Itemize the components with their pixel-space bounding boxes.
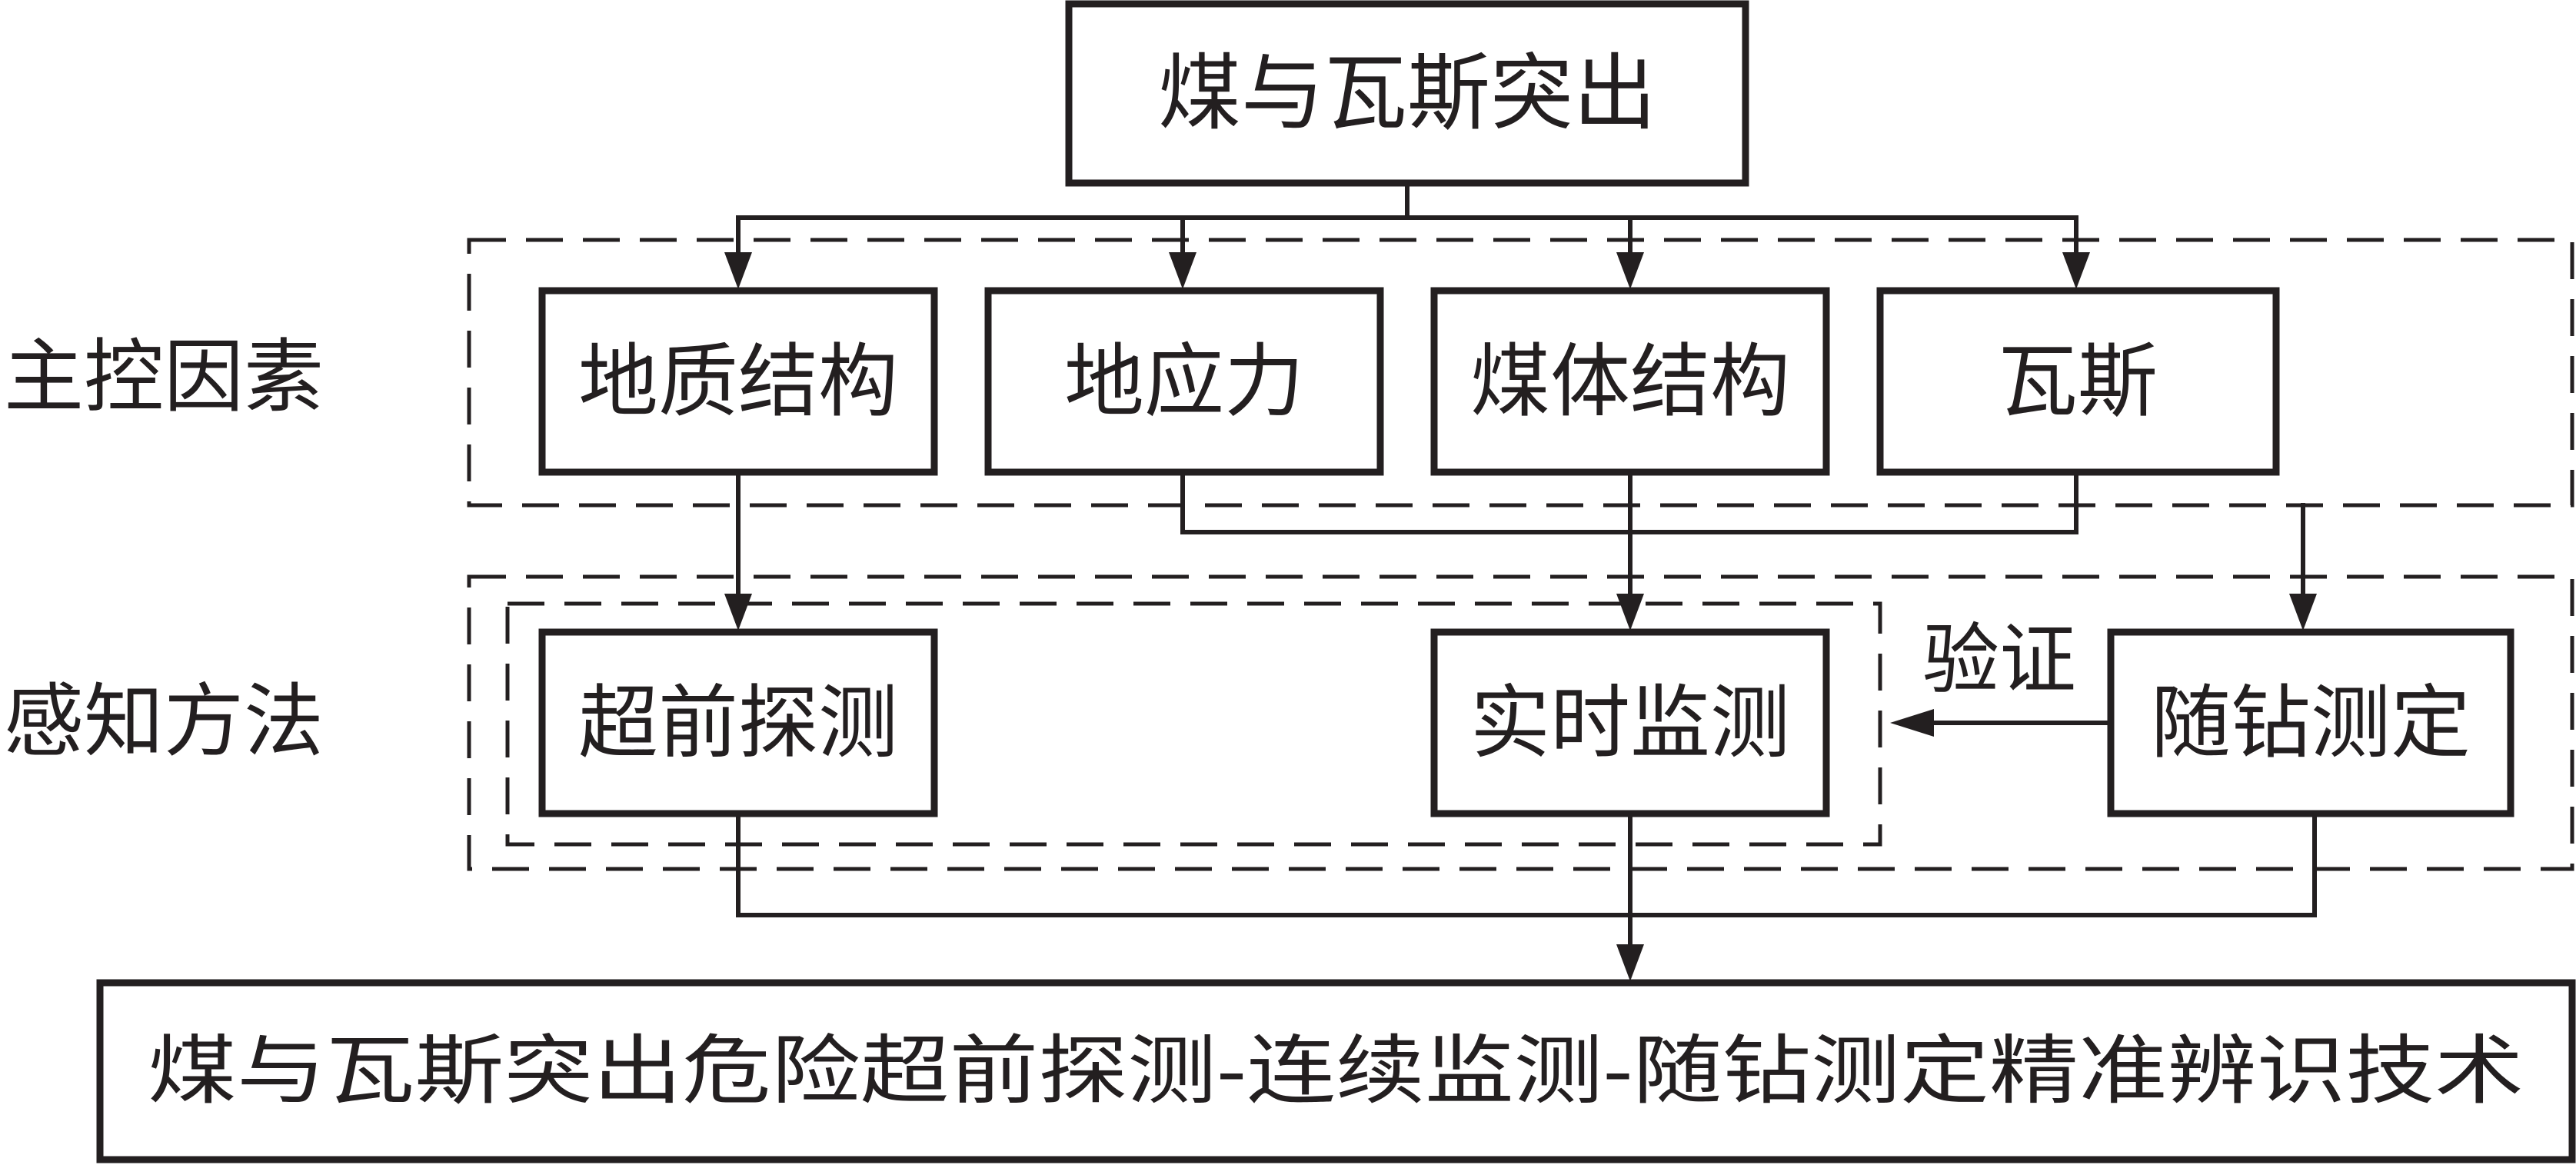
arrow-heads [724,252,2317,981]
title-label: 煤与瓦斯突出 [1158,46,1656,142]
method-node: 实时监测 [1430,628,1830,817]
factor-label: 地应力 [1064,335,1304,428]
result-label: 煤与瓦斯突出危险超前探测-连续监测-随钻测定精准辨识技术 [148,1027,2524,1115]
verify-label: 验证 [1922,615,2076,705]
controls-group-label: 主控因素 [4,330,324,424]
arrow-to-factor-2 [1169,252,1196,289]
arrow-to-method-3 [2289,594,2317,631]
method-label: 实时监测 [1470,676,1790,770]
method-label: 随钻测定 [2151,676,2471,770]
factor-node: 地应力 [984,287,1384,476]
result-node: 煤与瓦斯突出危险超前探测-连续监测-随钻测定精准辨识技术 [96,979,2576,1163]
method-label: 超前探测 [578,676,898,770]
arrow-verify [1890,709,1934,737]
factor-node: 煤体结构 [1430,287,1830,476]
methods-group-frame [467,574,2574,871]
arrow-to-method-2 [1616,594,1644,631]
method-node: 超前探测 [538,628,938,817]
arrow-to-result [1616,944,1644,981]
arrow-to-factor-4 [2062,252,2090,289]
detection-monitoring-subgroup-frame [505,601,1882,847]
connectors [736,181,2317,947]
methods-group-label: 感知方法 [4,674,324,768]
controls-group-frame [467,238,2574,508]
title-node: 煤与瓦斯突出 [1065,0,1749,187]
factor-label: 瓦斯 [1998,335,2158,428]
arrow-to-factor-3 [1616,252,1644,289]
factor-label: 煤体结构 [1470,335,1790,428]
arrow-to-factor-1 [724,252,752,289]
factor-node: 瓦斯 [1876,287,2280,476]
factor-node: 地质结构 [538,287,938,476]
arrow-to-method-1 [724,594,752,631]
factor-label: 地质结构 [578,335,898,428]
method-node: 随钻测定 [2107,628,2514,817]
